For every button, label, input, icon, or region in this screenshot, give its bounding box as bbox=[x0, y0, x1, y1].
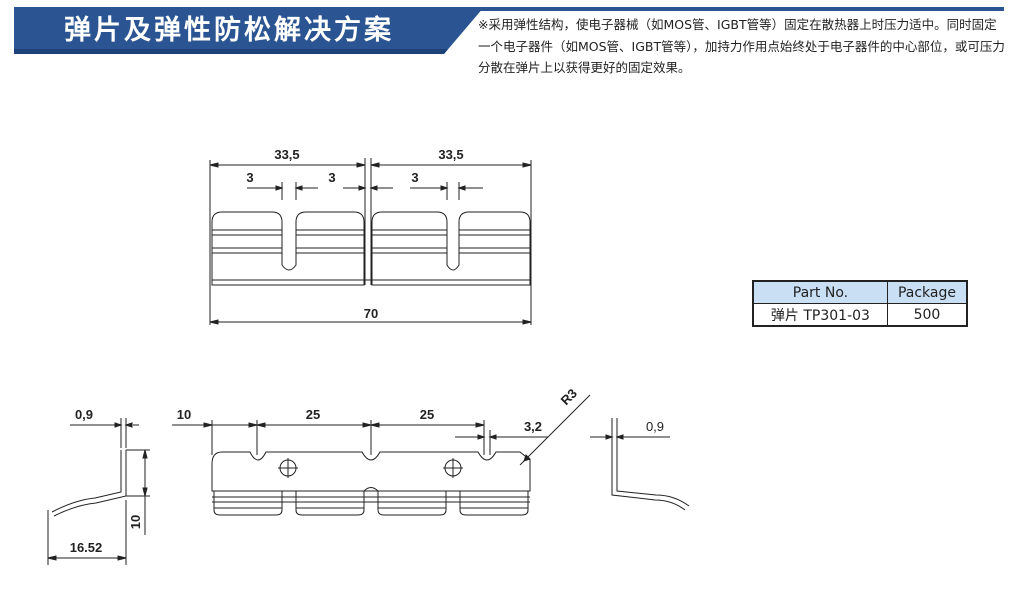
dim-total-length: 70 bbox=[364, 306, 378, 321]
table-cell-package: 500 bbox=[886, 303, 968, 327]
dim-slot-a: 3 bbox=[246, 170, 253, 185]
dim-left-height: 10 bbox=[128, 515, 143, 529]
header-rule bbox=[470, 7, 1004, 11]
side-view-left bbox=[47, 418, 150, 565]
dim-slot-c: 3 bbox=[411, 170, 418, 185]
dim-front-notch: 3,2 bbox=[524, 419, 542, 434]
top-view bbox=[209, 158, 532, 325]
table-header-part-no: Part No. bbox=[752, 280, 888, 304]
table-row: 弹片 TP301-03 500 bbox=[752, 303, 968, 327]
page-title: 弹片及弹性防松解决方案 bbox=[64, 15, 394, 46]
title-banner: 弹片及弹性防松解决方案 bbox=[14, 7, 484, 54]
dim-right-thickness: 0,9 bbox=[646, 419, 664, 434]
part-table: Part No. Package 弹片 TP301-03 500 bbox=[752, 280, 968, 327]
front-view bbox=[172, 394, 591, 516]
description-text: ※采用弹性结构，使电子器械（如MOS管、IGBT管等）固定在散热器上时压力适中。… bbox=[478, 17, 1005, 75]
dim-left-length: 16.52 bbox=[70, 540, 103, 555]
table-header-package: Package bbox=[886, 280, 968, 304]
dim-radius: R3 bbox=[558, 386, 580, 408]
table-cell-part-no: 弹片 TP301-03 bbox=[752, 303, 888, 327]
dim-front-pitch-2: 25 bbox=[420, 407, 434, 422]
side-view-right bbox=[590, 418, 690, 511]
dim-left-thickness: 0,9 bbox=[75, 407, 93, 422]
dim-slot-b: 3 bbox=[328, 170, 335, 185]
dim-front-edge: 10 bbox=[177, 407, 191, 422]
dim-top-right-width: 33,5 bbox=[438, 147, 463, 162]
table-header-row: Part No. Package bbox=[752, 280, 968, 304]
dim-top-left-width: 33,5 bbox=[274, 147, 299, 162]
dim-front-pitch-1: 25 bbox=[306, 407, 320, 422]
banner-shape bbox=[14, 7, 484, 54]
